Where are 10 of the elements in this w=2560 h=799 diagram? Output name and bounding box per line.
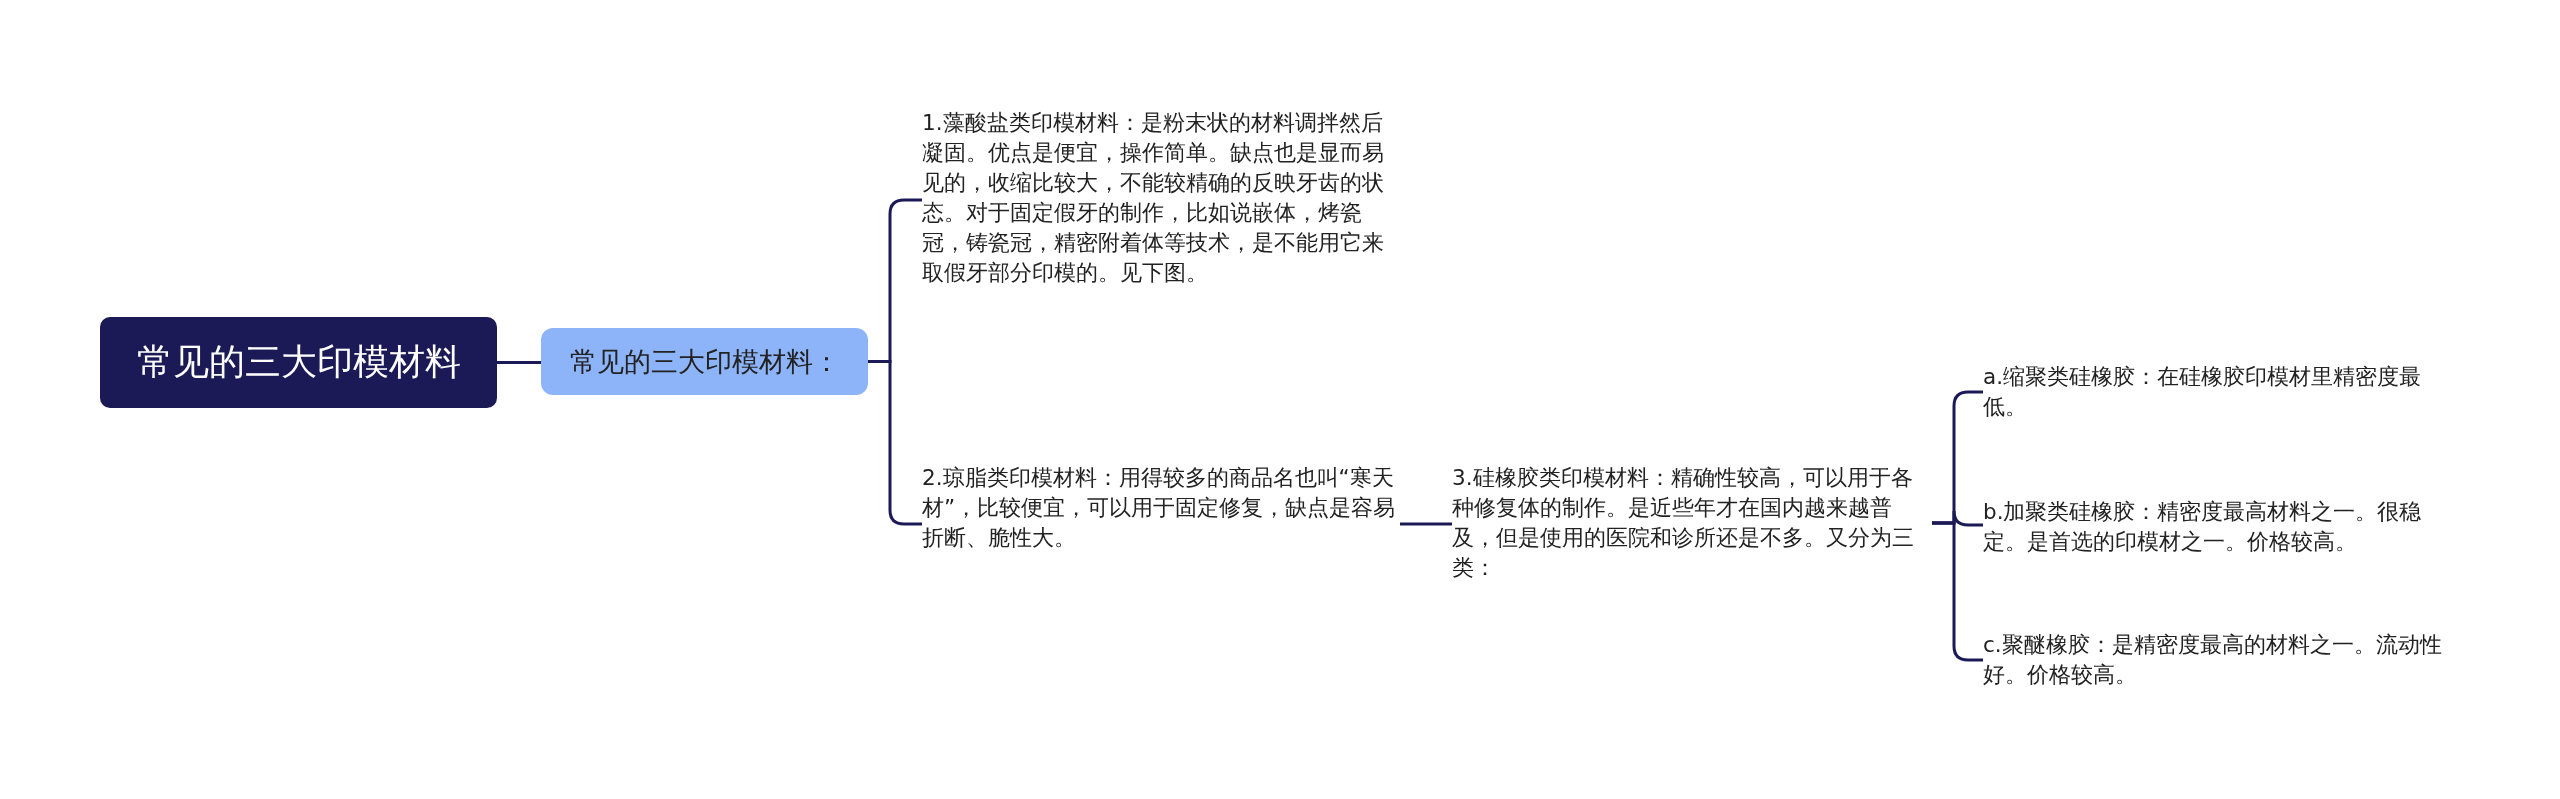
- topic-text: a.缩聚类硅橡胶：在硅橡胶印模材里精密度最低。: [1983, 362, 2453, 422]
- topic-box: 常见的三大印模材料：: [541, 328, 868, 395]
- topic-text: 1.藻酸盐类印模材料：是粉末状的材料调拌然后凝固。优点是便宜，操作简单。缺点也是显而易见的，收缩比较大，不能较精确的反映牙齿的状态。对于固定假牙的制作，比如说嵌体，烤瓷冠，铸瓷冠，精密附着体等技术，是不能用它来取假牙部分印模的。见下图。: [922, 108, 1402, 288]
- topic-text: c.聚醚橡胶：是精密度最高的材料之一。流动性好。价格较高。: [1983, 630, 2453, 690]
- topic-text: 3.硅橡胶类印模材料：精确性较高，可以用于各种修复体的制作。是近些年才在国内越来越普及，但是使用的医院和诊所还是不多。又分为三类：: [1452, 463, 1932, 583]
- connector-line: [1400, 522, 1452, 526]
- connector-line: [497, 361, 541, 364]
- root-topic-box: 常见的三大印模材料: [100, 317, 497, 408]
- topic-text: b.加聚类硅橡胶：精密度最高材料之一。很稳定。是首选的印模材之一。价格较高。: [1983, 497, 2453, 557]
- topic-text: 2.琼脂类印模材料：用得较多的商品名也叫“寒天材”，比较便宜，可以用于固定修复，缺点是容易折断、脆性大。: [922, 463, 1402, 553]
